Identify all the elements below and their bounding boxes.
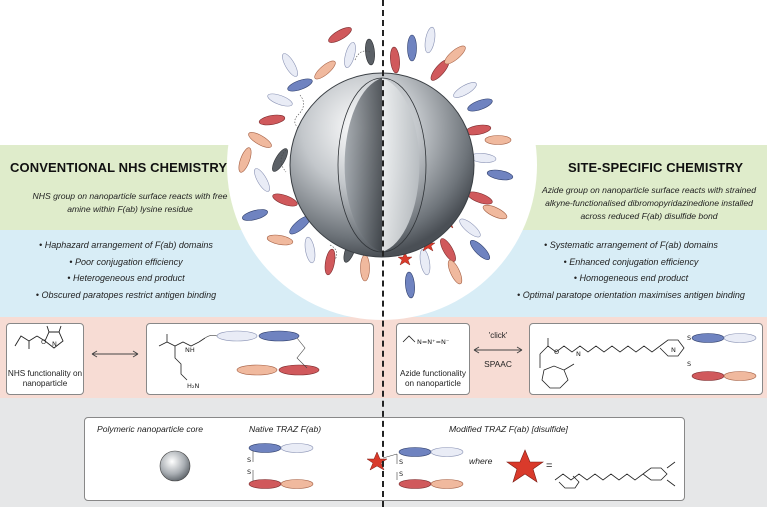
left-bullet-item: Poor conjugation efficiency: [5, 254, 247, 271]
left-bullet-list: Haphazard arrangement of F(ab) domains P…: [5, 237, 247, 303]
right-bullet-item: Optimal paratope orientation maximises a…: [500, 287, 762, 304]
left-antibody-cloud: [236, 24, 376, 282]
legend-core-sphere: [159, 450, 191, 482]
spaac-arrow: [473, 346, 523, 354]
svg-text:N: N: [576, 350, 581, 358]
center-divider: [382, 0, 384, 507]
right-bullet-item: Systematic arrangement of F(ab) domains: [500, 237, 762, 254]
legend-native-fab: [248, 443, 314, 489]
left-description: NHS group on nanoparticle surface reacts…: [32, 191, 228, 214]
azide-structure-box: N=N⁺=N⁻ Azide functionality on nanoparti…: [396, 323, 470, 395]
legend-native-s-top: S: [247, 456, 252, 464]
left-bullet-item: Obscured paratopes restrict antigen bind…: [5, 287, 247, 304]
lysine-conjugate-box: NH H₂N: [146, 323, 374, 395]
legend-modified-label: Modified TRAZ F(ab) [disulfide]: [449, 424, 568, 434]
reaction-arrow: [91, 350, 139, 358]
svg-text:S: S: [687, 360, 691, 368]
svg-text:N: N: [671, 346, 676, 354]
svg-text:H₂N: H₂N: [187, 382, 199, 390]
legend-modified-s-bottom: S: [399, 470, 404, 478]
legend-modified-fab: [366, 447, 464, 489]
legend-graphics: [159, 443, 676, 489]
pyridazinedione-conjugate-structure: O N N S S: [539, 333, 757, 389]
right-description: Azide group on nanoparticle surface reac…: [541, 185, 756, 221]
left-bullet-item: Heterogeneous end product: [5, 270, 247, 287]
right-title: SITE-SPECIFIC CHEMISTRY: [568, 160, 744, 175]
nhs-structure-box: O N NHS functionality on nanoparticle: [6, 323, 84, 395]
svg-text:N: N: [52, 340, 57, 348]
legend-linker-structure: [554, 461, 676, 489]
legend-box: Polymeric nanoparticle core Native TRAZ …: [84, 417, 685, 501]
legend-equals: =: [546, 460, 553, 472]
left-bullet-item: Haphazard arrangement of F(ab) domains: [5, 237, 247, 254]
spaac-label: SPAAC: [484, 359, 512, 369]
legend-core-label: Polymeric nanoparticle core: [97, 424, 204, 434]
left-title: CONVENTIONAL NHS CHEMISTRY: [10, 160, 228, 175]
pyridazinedione-conjugate-box: O N N S S: [529, 323, 763, 395]
azide-structure: N=N⁺=N⁻: [402, 335, 449, 346]
legend-star: [506, 449, 544, 483]
nhs-ester-structure: O N: [14, 325, 64, 349]
legend-where-label: where: [469, 456, 493, 466]
svg-text:N=N⁺=N⁻: N=N⁺=N⁻: [417, 338, 449, 346]
svg-text:O: O: [41, 338, 46, 346]
azide-caption: Azide functionality on nanoparticle: [400, 369, 466, 388]
right-bullet-item: Homogeneous end product: [500, 270, 762, 287]
click-label: 'click': [488, 331, 508, 340]
svg-text:NH: NH: [185, 346, 195, 354]
svg-text:O: O: [554, 348, 559, 356]
legend-modified-s-top: S: [399, 458, 404, 466]
nhs-caption: NHS functionality on nanoparticle: [7, 369, 83, 388]
svg-text:S: S: [687, 334, 691, 342]
lysine-conjugate-structure: NH H₂N: [158, 330, 320, 390]
legend-native-s-bottom: S: [247, 468, 252, 476]
legend-native-label: Native TRAZ F(ab): [249, 424, 322, 434]
right-bullet-list: Systematic arrangement of F(ab) domains …: [500, 237, 762, 303]
right-bullet-item: Enhanced conjugation efficiency: [500, 254, 762, 271]
